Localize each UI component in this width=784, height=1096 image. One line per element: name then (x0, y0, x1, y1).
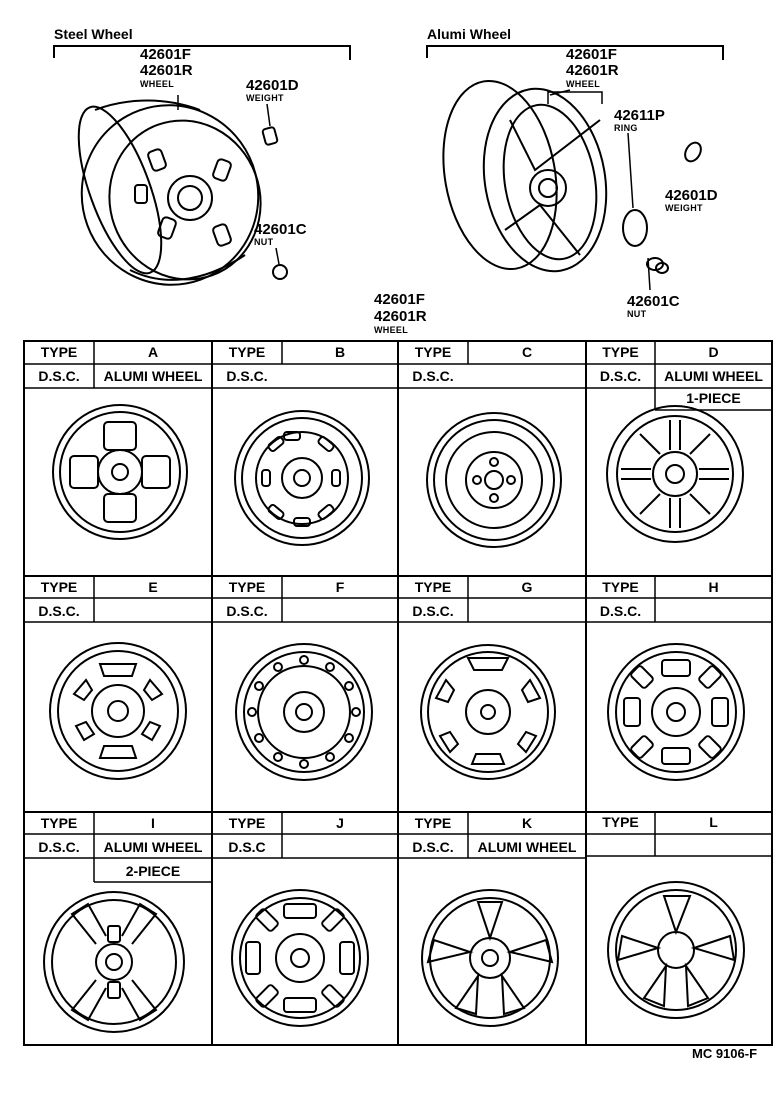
wheel-j-drawing (231, 889, 369, 1027)
steel-nut-part (272, 264, 288, 280)
dsc-label-a: D.S.C. (38, 368, 80, 384)
type-id-c: C (521, 344, 533, 360)
type-label-l: TYPE (602, 814, 639, 830)
note-i: 2-PIECE (125, 863, 181, 879)
type-label-k: TYPE (414, 815, 452, 831)
table-part-r: 42601R (374, 308, 427, 325)
alumi-nut-label: NUT (627, 309, 647, 319)
alumi-weight-number: 42601D (665, 187, 718, 204)
dsc-label-f: D.S.C. (226, 603, 268, 619)
steel-wheel-drawing (77, 95, 262, 286)
steel-weight-number: 42601D (246, 77, 299, 94)
type-label-f: TYPE (228, 579, 266, 595)
type-id-a: A (147, 344, 159, 360)
wheel-type-table (23, 340, 773, 1046)
dsc-label-j: D.S.C (228, 839, 266, 855)
alumi-ring-label: RING (614, 123, 638, 133)
type-id-j: J (336, 815, 344, 831)
steel-wheel-label: WHEEL (140, 79, 174, 89)
steel-nut-number: 42601C (254, 221, 307, 238)
wheel-c-drawing (426, 412, 562, 548)
type-label-g: TYPE (414, 579, 452, 595)
type-id-f: F (335, 579, 345, 595)
type-label-j: TYPE (228, 815, 266, 831)
type-id-e: E (148, 579, 158, 595)
alumi-part-r: 42601R (566, 62, 619, 79)
dsc-label-h: D.S.C. (599, 603, 642, 619)
alumi-bracket (426, 45, 724, 60)
type-id-g: G (521, 579, 533, 595)
type-id-l: L (709, 814, 718, 830)
dsc-value-k: ALUMI WHEEL (477, 839, 577, 855)
dsc-label-e: D.S.C. (38, 603, 80, 619)
alumi-ring-part (622, 209, 648, 247)
wheel-f-drawing (235, 643, 373, 781)
dsc-value-a: ALUMI WHEEL (103, 368, 203, 384)
dsc-label-b: D.S.C. (226, 368, 268, 384)
dsc-label-i: D.S.C. (38, 839, 80, 855)
dsc-value-d: ALUMI WHEEL (664, 368, 763, 384)
note-d: 1-PIECE (686, 390, 741, 406)
wheel-h-drawing (607, 643, 745, 781)
steel-wheel-heading: Steel Wheel (54, 26, 133, 42)
alumi-wheel-drawing (442, 79, 608, 273)
type-label-i: TYPE (40, 815, 78, 831)
dsc-label-k: D.S.C. (412, 839, 454, 855)
steel-part-r: 42601R (140, 62, 193, 79)
steel-nut-label: NUT (254, 237, 274, 247)
type-label-c: TYPE (414, 344, 452, 360)
alumi-part-f: 42601F (566, 46, 617, 63)
type-label-b: TYPE (228, 344, 266, 360)
type-label-e: TYPE (40, 579, 78, 595)
type-id-k: K (521, 815, 533, 831)
dsc-label-g: D.S.C. (412, 603, 454, 619)
type-label-a: TYPE (40, 344, 78, 360)
type-id-h: H (708, 579, 719, 595)
wheel-i-drawing (43, 891, 185, 1033)
diagram-code: MC 9106-F (692, 1046, 758, 1061)
type-label-d: TYPE (602, 344, 639, 360)
steel-part-f: 42601F (140, 46, 191, 63)
alumi-wheel-heading: Alumi Wheel (427, 26, 512, 42)
type-id-b: B (334, 344, 346, 360)
wheel-e-drawing (49, 642, 187, 780)
table-part-f: 42601F (374, 291, 425, 308)
steel-weight-part (261, 126, 279, 146)
dsc-label-c: D.S.C. (412, 368, 454, 384)
alumi-ring-number: 42611P (614, 107, 665, 124)
wheel-d-drawing (606, 405, 744, 543)
dsc-label-d: D.S.C. (599, 368, 642, 384)
alumi-weight-label: WEIGHT (665, 203, 703, 213)
alumi-nut-number: 42601C (627, 293, 680, 310)
dsc-value-i: ALUMI WHEEL (103, 839, 203, 855)
type-id-d: D (708, 344, 719, 360)
wheel-a-drawing (52, 404, 188, 540)
table-wheel-label: WHEEL (374, 325, 408, 335)
steel-bracket (53, 45, 351, 60)
alumi-weight-part (684, 141, 702, 163)
wheel-g-drawing (420, 644, 556, 780)
steel-weight-label: WEIGHT (246, 93, 284, 103)
alumi-wheel-label: WHEEL (566, 79, 600, 89)
wheel-l-drawing (607, 881, 745, 1019)
wheel-b-drawing (234, 410, 370, 546)
type-id-i: I (151, 815, 155, 831)
type-label-h: TYPE (602, 579, 639, 595)
wheel-k-drawing (421, 889, 559, 1027)
